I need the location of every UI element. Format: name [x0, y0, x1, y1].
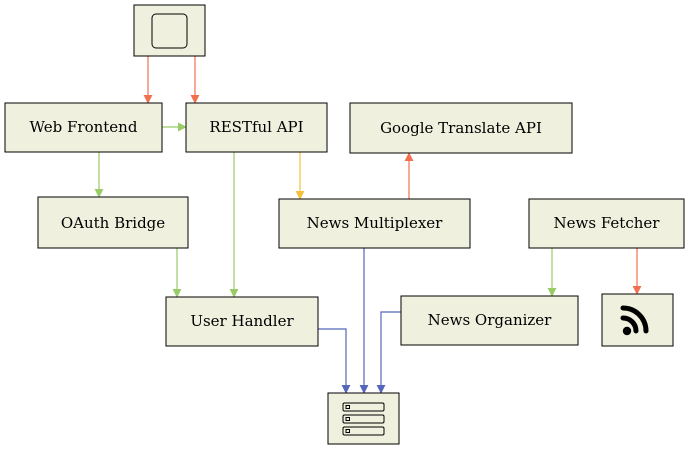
- node-restful-api[interactable]: RESTful API: [185, 102, 328, 153]
- node-label-news-fetcher: News Fetcher: [554, 214, 661, 232]
- node-rss-feed[interactable]: [601, 293, 674, 347]
- edges: [94, 56, 642, 394]
- node-user-handler[interactable]: User Handler: [165, 296, 319, 347]
- node-label-restful-api: RESTful API: [209, 118, 303, 136]
- node-label-news-multiplexer: News Multiplexer: [307, 214, 444, 232]
- database-icon: [342, 402, 385, 436]
- user-icon: [151, 13, 188, 49]
- node-news-organizer[interactable]: News Organizer: [400, 295, 579, 346]
- node-label-google-translate-api: Google Translate API: [380, 119, 542, 137]
- node-web-frontend[interactable]: Web Frontend: [4, 102, 163, 153]
- node-user[interactable]: [133, 4, 206, 57]
- node-news-fetcher[interactable]: News Fetcher: [528, 198, 685, 249]
- node-google-translate-api[interactable]: Google Translate API: [349, 102, 573, 154]
- node-news-multiplexer[interactable]: News Multiplexer: [278, 198, 471, 249]
- edge-user-handler-to-database: [318, 328, 351, 394]
- node-label-web-frontend: Web Frontend: [30, 118, 138, 136]
- node-label-user-handler: User Handler: [190, 312, 294, 330]
- node-oauth-bridge[interactable]: OAuth Bridge: [37, 196, 189, 249]
- edge-news-organizer-to-database: [376, 311, 401, 394]
- nodes: Web Frontend RESTful API Google Translat…: [4, 4, 685, 445]
- rss-icon: [620, 305, 649, 336]
- node-label-news-organizer: News Organizer: [428, 311, 553, 329]
- node-label-oauth-bridge: OAuth Bridge: [61, 214, 165, 232]
- node-database[interactable]: [327, 392, 400, 445]
